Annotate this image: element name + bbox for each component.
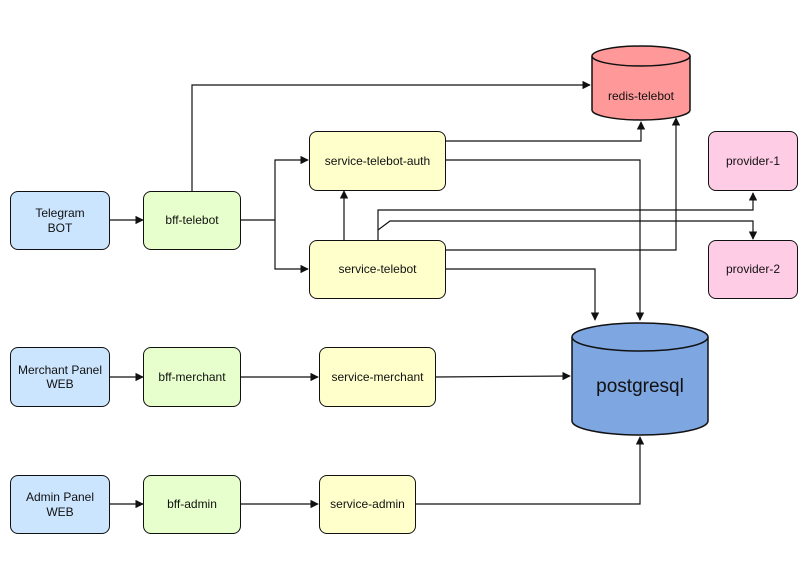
telegram-bot-node: Telegram BOT [10,191,110,250]
merchant-panel-node: Merchant Panel WEB [10,347,110,407]
edge-service-telebot-to-postgres [445,268,600,321]
edge-auth-to-redis [445,121,646,142]
edge-auth-to-postgres [445,159,645,321]
postgres-cylinder [571,322,709,436]
edge-bff-telebot-to-service-telebot [274,220,309,274]
edge-service-merchant-to-postgres [434,371,571,381]
service-merchant-node: service-merchant [319,347,436,407]
provider-1-node: provider-1 [708,131,798,191]
edge-bff-telebot-to-redis [191,80,591,191]
redis-label: redis-telebot [607,89,675,103]
edge-bff-telebot-to-service-telebot-auth [240,155,309,221]
edge-service-telebot-to-provider-1 [377,192,758,240]
edge-service-telebot-to-redis [445,117,681,251]
edge-service-telebot-to-provider-2 [377,220,758,240]
admin-panel-node: Admin Panel WEB [10,475,110,534]
redis-cylinder [591,45,691,121]
service-admin-node: service-admin [319,475,416,534]
postgres-label: postgresql [596,376,684,397]
bff-telebot-node: bff-telebot [143,191,241,250]
bff-admin-node: bff-admin [143,475,241,534]
edge-service-admin-to-postgres [415,436,645,505]
bff-merchant-node: bff-merchant [143,347,241,407]
provider-2-node: provider-2 [708,240,798,299]
service-telebot-node: service-telebot [309,240,446,299]
service-telebot-auth-node: service-telebot-auth [309,131,446,191]
